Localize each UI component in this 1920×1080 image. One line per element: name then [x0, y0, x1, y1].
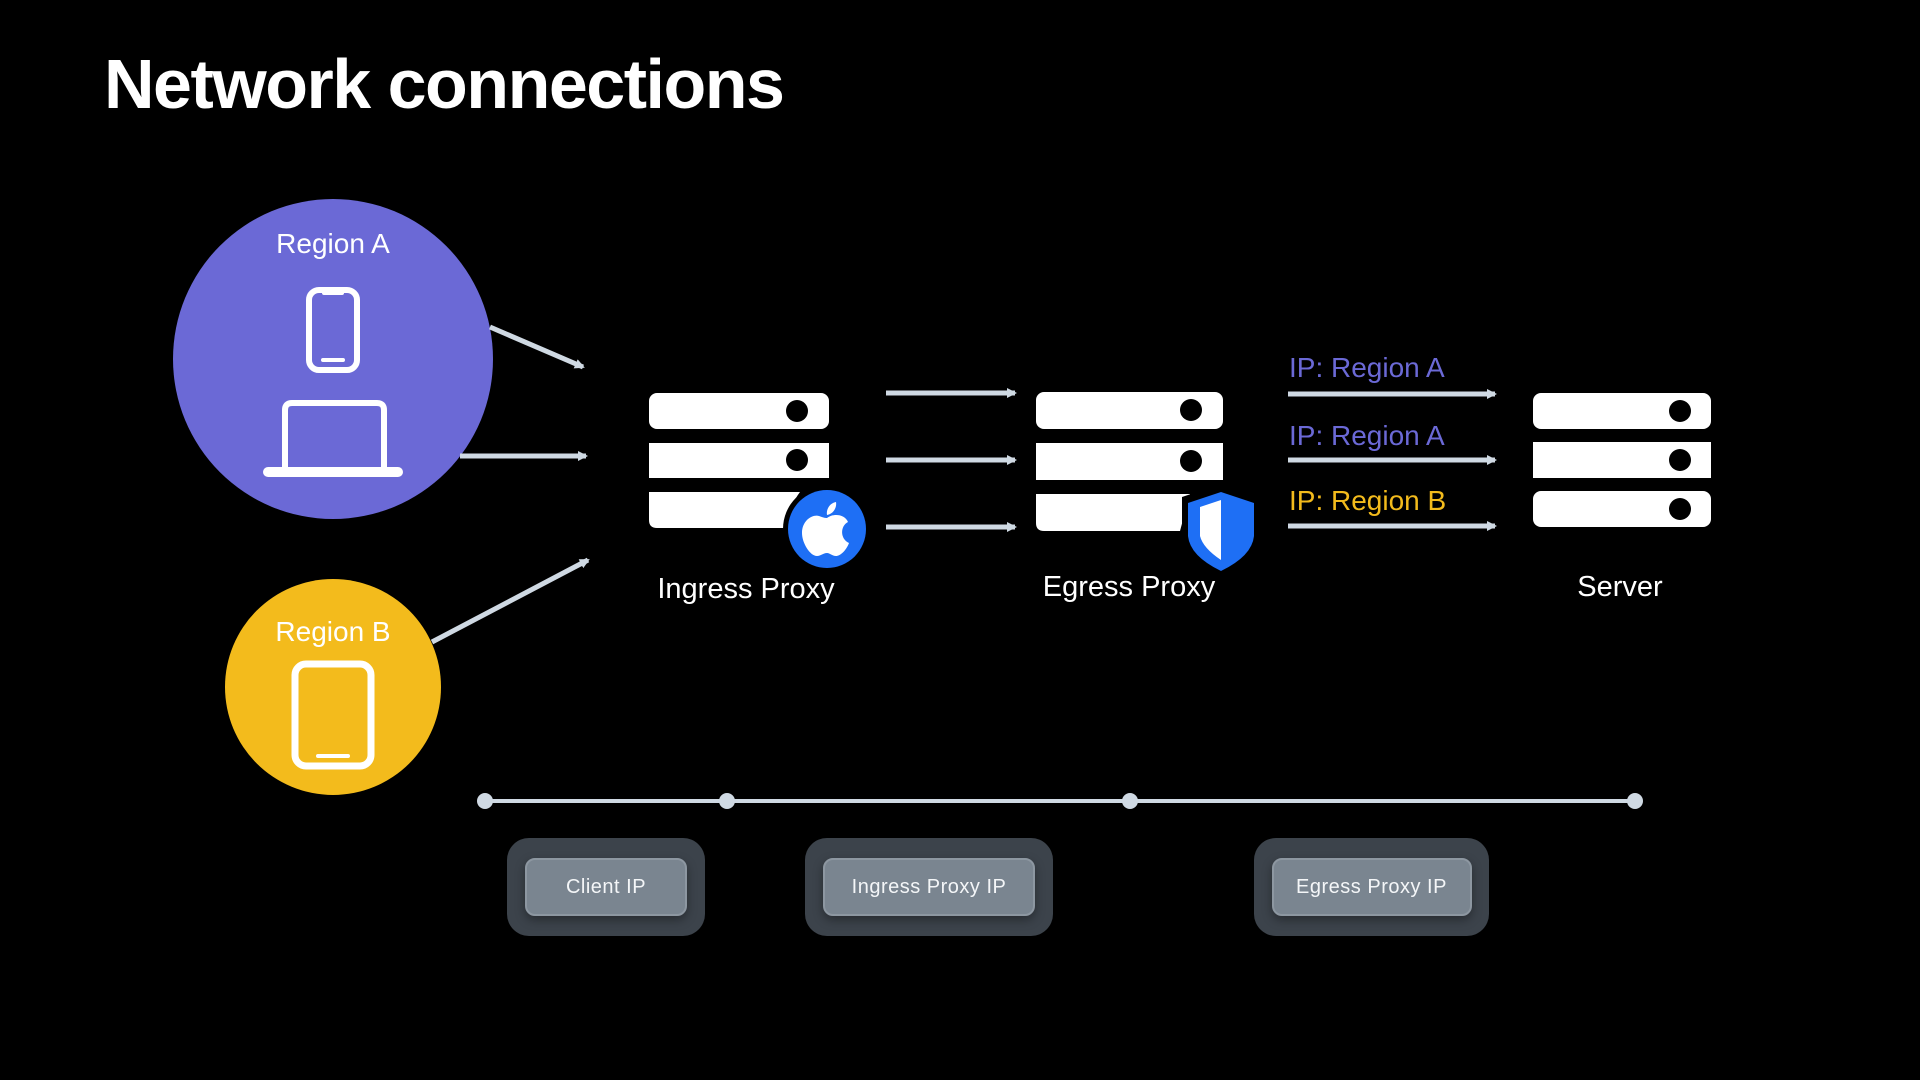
ingress-to-egress-arrows	[886, 388, 1017, 532]
region-a	[173, 199, 493, 519]
laptop-icon	[263, 400, 403, 477]
ingress-proxy-label: Ingress Proxy	[657, 573, 835, 605]
client-ip-pill: Client IP	[507, 838, 705, 936]
egress-proxy-ip-label: Egress Proxy IP	[1271, 858, 1472, 916]
client-ip-label: Client IP	[525, 858, 687, 916]
region-b-circle	[225, 579, 441, 795]
region-b-label: Region B	[275, 616, 391, 647]
ipad-icon	[291, 660, 375, 770]
ip-label-region-a-1: IP: Region A	[1289, 352, 1445, 383]
arrow-ipad-to-ingress	[430, 557, 590, 645]
ingress-proxy-ip-pill: Ingress Proxy IP	[805, 838, 1053, 936]
ip-label-region-a-2: IP: Region A	[1289, 420, 1445, 451]
egress-to-server-arrows	[1288, 389, 1497, 531]
apple-logo-icon	[802, 502, 849, 556]
timeline-dot	[1627, 793, 1643, 809]
timeline-dot	[477, 793, 493, 809]
shield-icon	[1188, 492, 1254, 571]
iphone-icon	[306, 287, 360, 373]
page-title: Network connections	[104, 45, 785, 123]
client-arrows	[430, 324, 590, 645]
ingress-server-icon	[649, 393, 871, 573]
timeline-dot	[1122, 793, 1138, 809]
egress-server-icon	[1036, 392, 1260, 578]
destination-server-icon	[1533, 393, 1711, 527]
ip-label-region-b: IP: Region B	[1289, 485, 1447, 516]
timeline	[477, 793, 1643, 809]
region-b	[225, 579, 441, 795]
ingress-proxy-ip-label: Ingress Proxy IP	[823, 858, 1035, 916]
server-label: Server	[1577, 571, 1663, 603]
region-a-label: Region A	[276, 228, 390, 259]
timeline-dot	[719, 793, 735, 809]
egress-proxy-label: Egress Proxy	[1042, 571, 1216, 603]
egress-proxy-ip-pill: Egress Proxy IP	[1254, 838, 1489, 936]
arrow-iphone-to-ingress	[489, 324, 585, 370]
